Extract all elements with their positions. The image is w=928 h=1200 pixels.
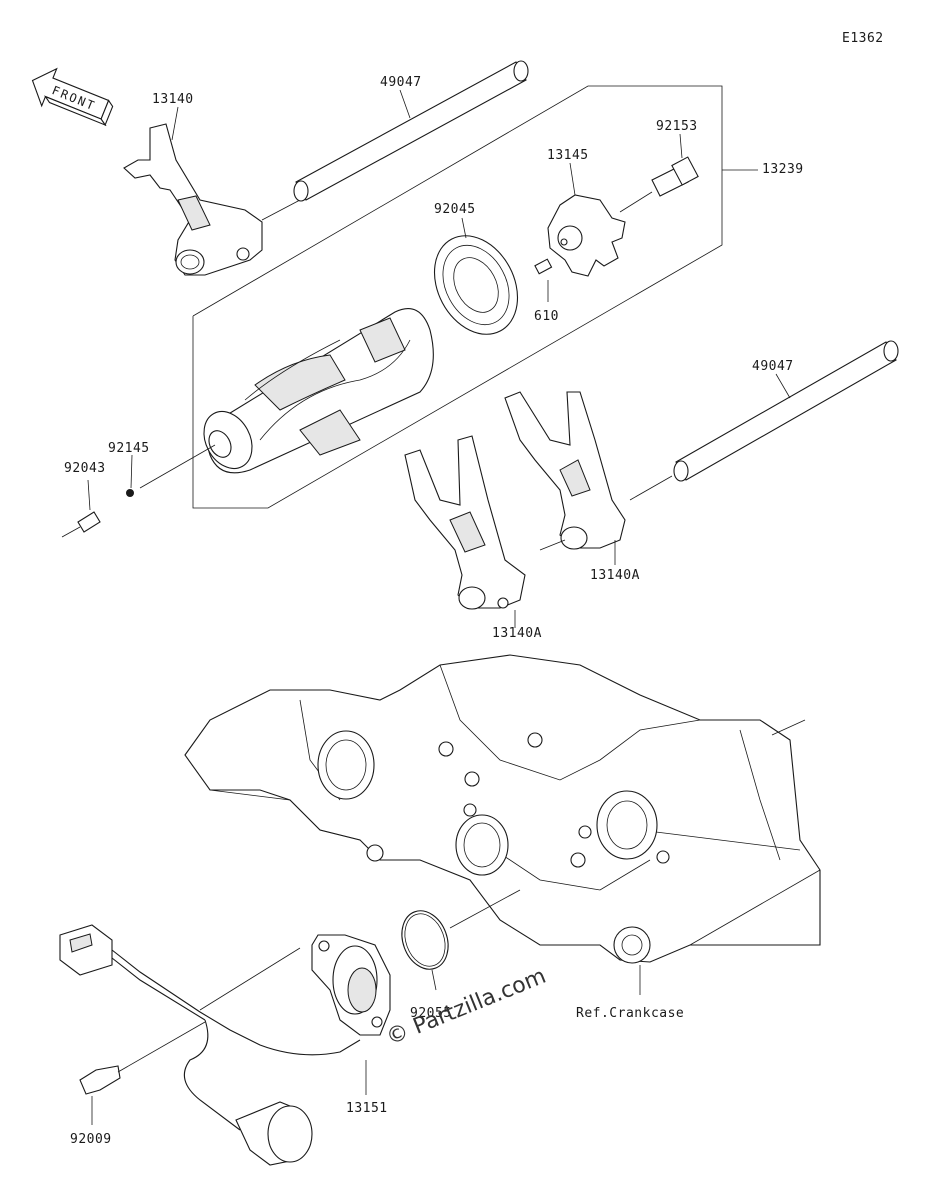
label-13145: 13145 xyxy=(547,148,589,163)
label-92153: 92153 xyxy=(656,119,698,134)
label-13151: 13151 xyxy=(346,1101,388,1116)
label-92145: 92145 xyxy=(108,441,150,456)
shaft-49047-top xyxy=(293,60,529,202)
assembly-bracket xyxy=(192,85,758,509)
drum-cam-13145 xyxy=(547,162,626,277)
label-13140a-right: 13140A xyxy=(590,568,640,583)
pin-92145 xyxy=(126,454,134,497)
shift-fork-13140 xyxy=(123,106,301,276)
shift-drum xyxy=(139,308,434,489)
label-49047-top: 49047 xyxy=(380,75,422,90)
pin-92043 xyxy=(61,479,101,538)
watermark: © Partzilla.com xyxy=(383,964,550,1051)
shaft-49047-right xyxy=(629,340,899,501)
label-13239: 13239 xyxy=(762,162,804,177)
label-92009: 92009 xyxy=(70,1132,112,1147)
label-610: 610 xyxy=(534,309,559,324)
gear-position-sensor-13151 xyxy=(311,934,391,1095)
label-ref-crankcase: Ref.Crankcase xyxy=(576,1006,684,1021)
label-92045: 92045 xyxy=(434,202,476,217)
pin-610 xyxy=(534,258,553,302)
shift-fork-13140a-right xyxy=(504,391,626,565)
shift-fork-13140a-left xyxy=(404,435,566,628)
crankcase xyxy=(184,654,821,995)
front-arrow-icon: FRONT xyxy=(31,67,114,127)
label-13140a-left: 13140A xyxy=(492,626,542,641)
label-13140: 13140 xyxy=(152,92,194,107)
bolt-92153 xyxy=(619,133,699,213)
label-49047-right: 49047 xyxy=(752,359,794,374)
sensor-connector xyxy=(59,924,361,1166)
label-92055: 92055 xyxy=(410,1006,452,1021)
bearing-92045 xyxy=(433,217,519,335)
label-92043: 92043 xyxy=(64,461,106,476)
diagram-code: E1362 xyxy=(842,31,884,46)
bolt-92009 xyxy=(79,1021,206,1125)
o-ring-92055 xyxy=(401,889,521,991)
